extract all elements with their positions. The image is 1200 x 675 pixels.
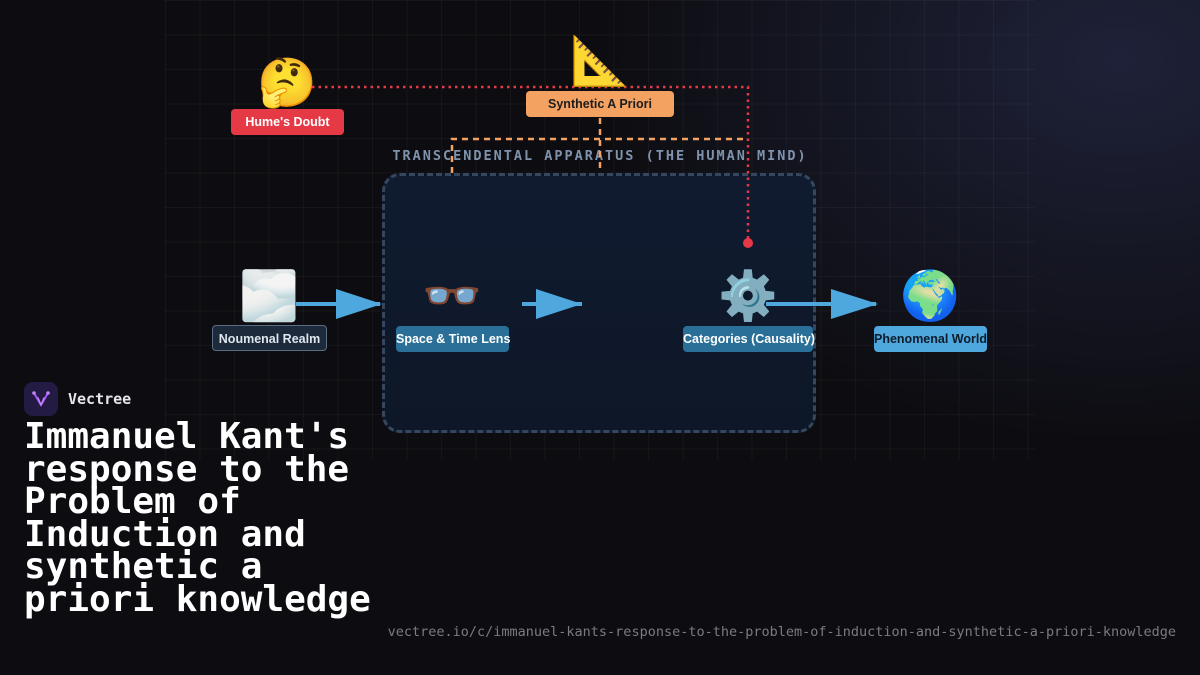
arrowhead-categories-to-phenomenal xyxy=(831,289,878,319)
node-noumenal-realm[interactable]: Noumenal Realm xyxy=(212,325,327,351)
node-phenomenal-world[interactable]: Phenomenal World xyxy=(874,326,987,352)
node-categories-causality[interactable]: Categories (Causality) xyxy=(683,326,815,352)
node-space-time-lens[interactable]: Space & Time Lens xyxy=(396,326,510,352)
edge-synthetic-a-priori-bracket xyxy=(450,118,748,173)
fog-icon: 🌫️ xyxy=(239,268,299,324)
vectree-logo-icon xyxy=(24,382,58,416)
transcendental-apparatus-title: TRANSCENDENTAL APPARATUS (THE HUMAN MIND… xyxy=(392,148,808,164)
triangular-ruler-icon: 📐 xyxy=(570,33,630,89)
arrowhead-noumenal-to-lens xyxy=(336,289,382,319)
gear-icon: ⚙️ xyxy=(718,268,778,324)
page-title: Immanuel Kant's response to the Problem … xyxy=(24,416,371,620)
node-synthetic-a-priori[interactable]: Synthetic A Priori xyxy=(526,91,674,117)
page-url[interactable]: vectree.io/c/immanuel-kants-response-to-… xyxy=(387,624,1176,640)
node-humes-doubt[interactable]: Hume's Doubt xyxy=(231,109,344,135)
globe-icon: 🌍 xyxy=(900,268,960,324)
glasses-icon: 👓 xyxy=(422,268,482,324)
brand-name: Vectree xyxy=(68,390,132,408)
brand: Vectree xyxy=(24,382,131,416)
thinking-face-icon: 🤔 xyxy=(257,55,317,111)
